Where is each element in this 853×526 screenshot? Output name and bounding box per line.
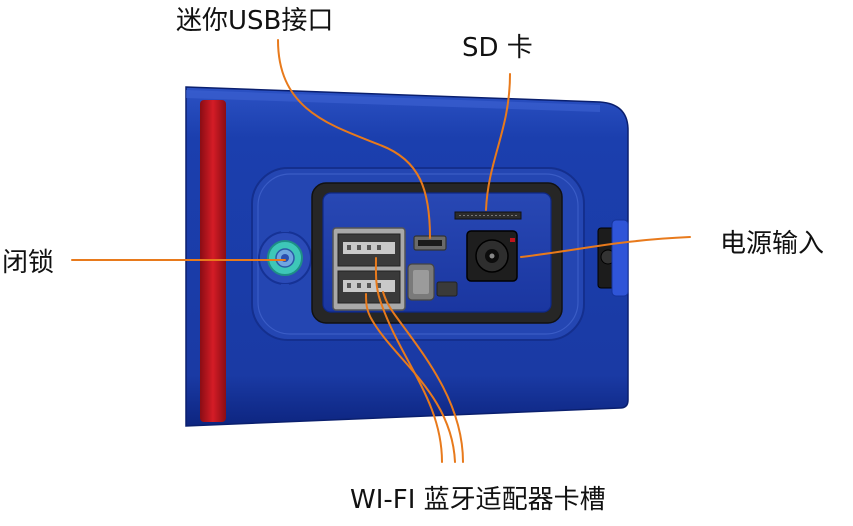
sd-card-label: SD 卡	[462, 33, 533, 63]
wifi-bt-slot-label: WI-FI 蓝牙适配器卡槽	[350, 485, 606, 515]
leader-lines	[71, 39, 691, 463]
leader-power	[520, 236, 691, 258]
body-highlight	[186, 90, 600, 112]
leader-wifi-3	[365, 293, 456, 463]
leader-wifi-1	[374, 257, 443, 463]
lock-label: 闭锁	[2, 248, 55, 278]
mini-usb-label: 迷你USB接口	[176, 6, 334, 36]
small-clip	[436, 281, 458, 297]
leader-mini-usb	[277, 39, 431, 239]
usb-stack	[332, 227, 406, 311]
side-button	[611, 219, 629, 297]
leader-wifi-2	[382, 291, 464, 463]
leader-sd-card	[485, 73, 511, 211]
power-input-label: 电源输入	[720, 229, 825, 259]
